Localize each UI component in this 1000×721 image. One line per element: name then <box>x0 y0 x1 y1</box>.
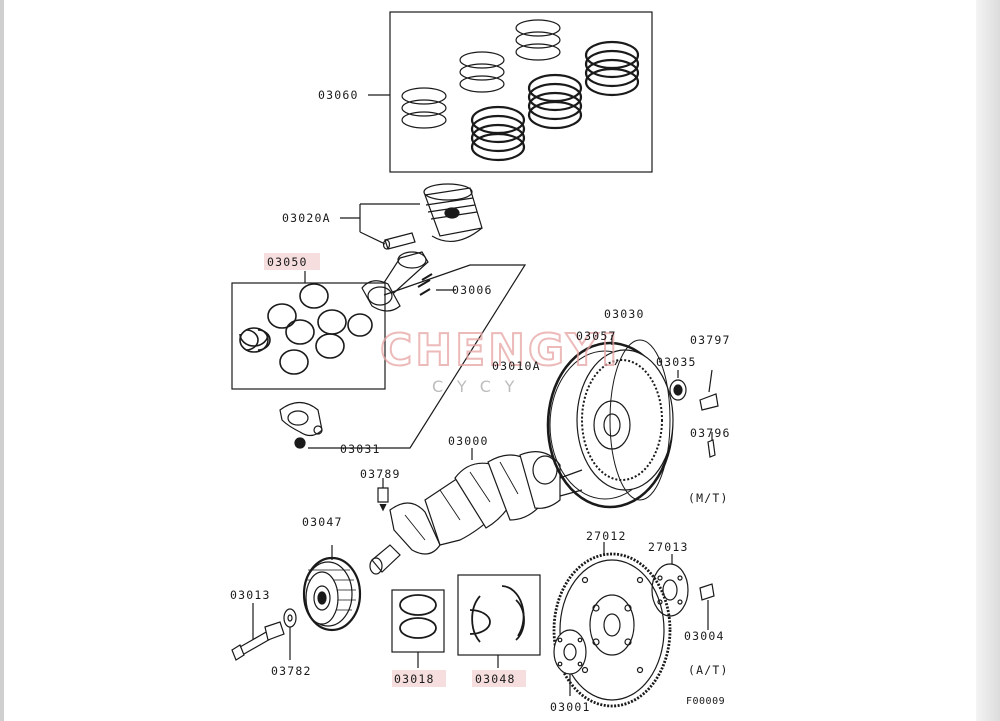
connecting-rod[interactable] <box>361 251 455 312</box>
oil-ring-1 <box>584 40 640 97</box>
label-at: (A/T) <box>688 663 729 677</box>
crankshaft-key[interactable] <box>377 478 389 512</box>
highlight-03048 <box>472 670 526 687</box>
washer[interactable] <box>283 608 297 660</box>
label-03782[interactable]: 03782 <box>271 664 312 678</box>
crank-pulley[interactable] <box>302 545 362 632</box>
label-03057[interactable]: 03057 <box>576 329 617 343</box>
bearing-box <box>231 282 386 390</box>
crank-spacer[interactable] <box>553 629 587 696</box>
label-03006[interactable]: 03006 <box>452 283 493 297</box>
flywheel-bolt[interactable] <box>699 369 719 411</box>
piston-ring-set[interactable] <box>368 11 653 173</box>
piston-assembly[interactable] <box>340 183 483 250</box>
bearing-shells <box>239 283 373 375</box>
label-27013[interactable]: 27013 <box>648 540 689 554</box>
label-03020a[interactable]: 03020A <box>282 211 331 225</box>
oil-ring-2 <box>527 73 583 130</box>
label-mt: (M/T) <box>688 491 729 505</box>
oil-ring-3 <box>470 105 526 162</box>
label-03030[interactable]: 03030 <box>604 307 645 321</box>
label-03789[interactable]: 03789 <box>360 467 401 481</box>
thrust-washer-set[interactable] <box>457 574 541 668</box>
dowel-pin[interactable] <box>707 432 716 458</box>
pilot-bearing[interactable] <box>669 370 687 401</box>
piston-ring-box <box>389 11 653 173</box>
label-27012[interactable]: 27012 <box>586 529 627 543</box>
highlight-03018 <box>392 670 446 687</box>
ring-group-2 <box>459 51 505 93</box>
label-03013[interactable]: 03013 <box>230 588 271 602</box>
label-03010a[interactable]: 03010A <box>492 359 541 373</box>
label-03050[interactable]: 03050 <box>267 255 308 269</box>
label-03796[interactable]: 03796 <box>690 426 731 440</box>
window-edge-left <box>0 0 4 721</box>
label-03797[interactable]: 03797 <box>690 333 731 347</box>
drive-plate-at[interactable] <box>552 542 672 708</box>
thrust-bearing-box <box>391 589 445 653</box>
label-03004[interactable]: 03004 <box>684 629 725 643</box>
label-03018[interactable]: 03018 <box>394 672 435 686</box>
highlight-03050 <box>264 253 320 270</box>
ring-group-1 <box>515 19 561 61</box>
watermark: CHENGYI CYCY <box>379 324 620 396</box>
label-03047[interactable]: 03047 <box>302 515 343 529</box>
part-labels: 03060 03020A 03050 03006 03057 03030 037… <box>230 88 731 714</box>
adapter-plate[interactable] <box>651 554 689 617</box>
ring-group-3 <box>401 87 447 129</box>
bearing-set[interactable] <box>231 264 527 449</box>
figure-code: F00009 <box>686 696 725 707</box>
label-03060[interactable]: 03060 <box>318 88 359 102</box>
thrust-bearing-set[interactable] <box>391 589 445 668</box>
label-03000[interactable]: 03000 <box>448 434 489 448</box>
pulley-bolt[interactable] <box>231 603 285 661</box>
label-03035[interactable]: 03035 <box>656 355 697 369</box>
window-edge-right <box>976 0 1000 721</box>
flywheel-mt[interactable] <box>546 335 674 509</box>
thrust-washer-box <box>457 574 541 656</box>
label-03001[interactable]: 03001 <box>550 700 591 714</box>
watermark-main: CHENGYI <box>380 325 620 376</box>
drive-plate-bolt[interactable] <box>699 583 715 630</box>
piston-pin <box>384 232 416 250</box>
label-03048[interactable]: 03048 <box>475 672 516 686</box>
crankshaft[interactable] <box>369 448 583 575</box>
watermark-sub: CYCY <box>432 377 528 396</box>
label-03031[interactable]: 03031 <box>340 442 381 456</box>
rod-cap[interactable] <box>279 401 323 449</box>
